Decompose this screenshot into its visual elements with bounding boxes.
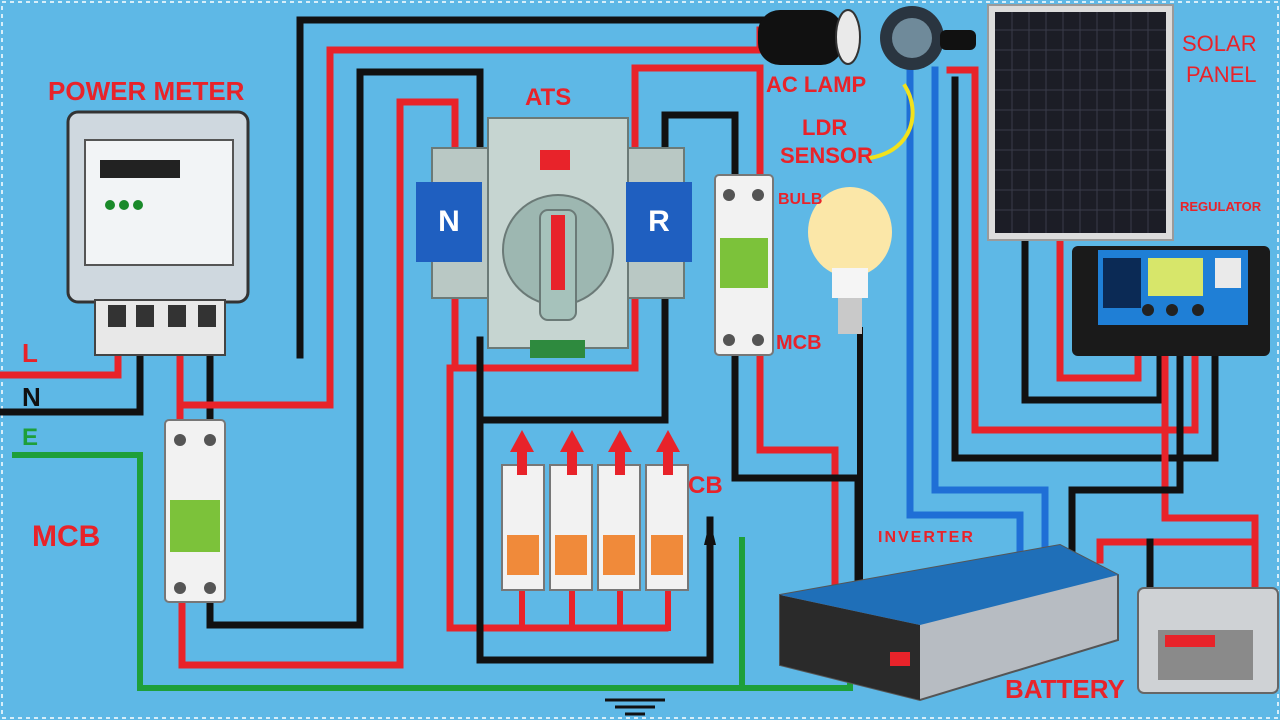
wire-cb-bus-live: [446, 364, 669, 632]
wire-ats-r-live: [631, 64, 764, 184]
ldr-sensor-label-1: LDR: [802, 115, 848, 140]
line-n-label: N: [22, 382, 41, 412]
ac-lamp-icon: [758, 9, 861, 65]
wire-dc-blue-1: [906, 66, 1024, 564]
power-meter-icon: [66, 110, 250, 356]
mcb-left-label: MCB: [32, 520, 101, 553]
bulb-label: BULB: [778, 191, 823, 208]
ats-label: ATS: [525, 84, 572, 111]
ats-n-label: N: [416, 182, 482, 262]
wire-dc-blue-2: [931, 66, 1049, 564]
mcb-icon: [714, 174, 774, 356]
ldr-sensor-label-2: SENSOR: [780, 143, 873, 168]
power-meter-label: POWER METER: [48, 76, 245, 106]
wire-panel-pos: [1056, 236, 1142, 382]
wire-mcb2-live: [756, 346, 839, 644]
ats-r-label: R: [626, 182, 692, 262]
inverter-icon: [779, 543, 1119, 702]
solar-panel-icon: [987, 4, 1174, 241]
cb-label: CB: [688, 472, 723, 499]
line-e-label: E: [22, 424, 39, 451]
wire-ldr: [867, 83, 915, 161]
bulb-icon: [808, 187, 892, 334]
line-l-label: L: [22, 338, 38, 368]
wire-mcb-bottom-live: [178, 596, 404, 669]
mcb-right-label: MCB: [776, 332, 822, 354]
ground-symbol-icon: [605, 698, 665, 716]
solar-panel-label-2: PANEL: [1186, 62, 1257, 87]
inverter-label: INVERTER: [878, 529, 975, 546]
solar-panel-label-1: SOLAR: [1182, 31, 1257, 56]
circuit-breaker-icon: [501, 464, 689, 591]
wire-earth: [12, 452, 853, 691]
wire-ats-out-live: [451, 296, 639, 372]
arrow-up-icon: [704, 520, 716, 545]
ldr-sensor-icon: [880, 6, 976, 70]
wire-ats-n-live: [356, 68, 484, 629]
wire-mcb-bottom-neutral: [206, 596, 364, 629]
wire-lamp-live: [946, 66, 1199, 434]
mcb-icon: [164, 419, 226, 603]
wire-inv-pos: [1096, 538, 1259, 564]
battery-icon: [1137, 587, 1279, 694]
regulator-icon: [1072, 246, 1270, 356]
wire-ats-out-neutral: [476, 296, 669, 424]
wire-cb-bus-neutral: [476, 416, 714, 664]
wire-batt-neg: [1068, 336, 1184, 564]
battery-label: BATTERY: [1005, 674, 1125, 704]
wire-ats-n-top: [396, 98, 459, 669]
wire-lamp-neutral: [951, 76, 1219, 462]
wire-mcb-to-ats-neutral: [296, 16, 784, 359]
ac-lamp-label: AC LAMP: [766, 72, 867, 97]
wire-batt-pos: [1161, 336, 1259, 594]
regulator-label: REGULATOR: [1180, 199, 1262, 214]
wire-panel-neg: [1021, 236, 1164, 404]
cb-output-arrows: [510, 430, 680, 475]
